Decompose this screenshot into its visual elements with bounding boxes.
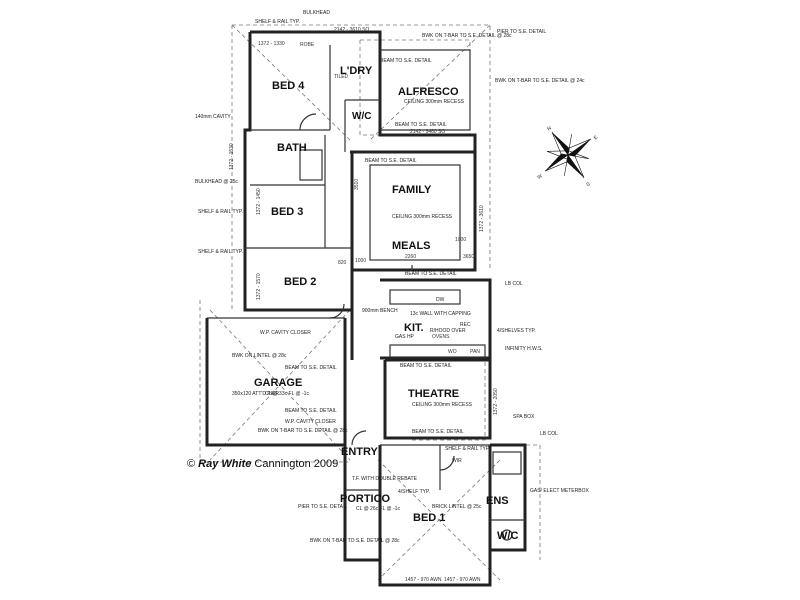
note-wp-cavity-top: W.P. CAVITY CLOSER [260, 330, 311, 336]
note-wall-capping: 13c WALL WITH CAPPING [410, 311, 471, 317]
note-family-ceiling: CEILING 300mm RECESS [392, 214, 453, 220]
room-family: FAMILY [392, 184, 432, 196]
note-alfresco-ceiling: CEILING 300mm RECESS [404, 99, 465, 105]
dim-3650: 3650 [463, 254, 474, 260]
note-bwk-tbar-garage: BWK ON T-BAR TO S.E. DETAIL @ 28c [258, 428, 348, 434]
note-theatre-ceiling: CEILING 300mm RECESS [412, 402, 473, 408]
note-beam-alfresco: BEAM TO S.E. DETAIL [380, 58, 432, 64]
note-bwk-tbar-right: BWK ON T-BAR TO S.E. DETAIL @ 24c [495, 78, 585, 84]
note-spa-box: SPA BOX [513, 414, 535, 420]
note-beam-theatre-low: BEAM TO S.E. DETAIL [412, 429, 464, 435]
note-lb-col-low: LB COL [540, 431, 558, 437]
note-bwk-tbar-top: BWK ON T-BAR TO S.E. DETAIL @ 28c [422, 33, 512, 39]
note-lb-col: LB COL [505, 281, 523, 287]
note-beam-garage-low: BEAM TO S.E. DETAIL [285, 408, 337, 414]
dim-meals: 2260 [405, 254, 416, 260]
note-shelf-rail-bed1: SHELF & RAIL TYP. [445, 446, 490, 452]
note-bwk-lintel: BWK ON LINTEL @ 28c [232, 353, 287, 359]
annotations: BULKHEAD SHELF & RAIL TYP. 140mm CAVITY … [195, 10, 589, 583]
dim-left-a: 1372 - 1530 [229, 143, 235, 170]
room-bed4: BED 4 [272, 80, 305, 92]
room-wc-bottom: W/C [497, 530, 518, 542]
note-beam-theatre: BEAM TO S.E. DETAIL [400, 363, 452, 369]
room-wc-top: W/C [352, 111, 371, 122]
note-beam-alfresco-low: BEAM TO S.E. DETAIL [395, 122, 447, 128]
note-beam-family: BEAM TO S.E. DETAIL [365, 158, 417, 164]
room-alfresco: ALFRESCO [398, 86, 459, 98]
copyright-symbol: © [187, 458, 196, 470]
note-pier-se-portico: PIER TO S.E. DETAIL [298, 504, 347, 510]
note-shelf-rail-mid: SHELF & RAIL TYP. [198, 209, 243, 215]
dim-top-a: 1372 - 1330 [258, 41, 285, 47]
dim-1000a: 1000 [455, 237, 466, 243]
dim-theatre-right: 1372 - 2050 [493, 388, 499, 415]
credit-text: Cannington 2009 [254, 458, 339, 470]
note-bench: 900mm BENCH [362, 308, 398, 314]
dim-1000b: 1000 [355, 258, 366, 264]
room-bed3: BED 3 [271, 206, 303, 218]
room-bath: BATH [277, 142, 307, 154]
note-wir: WIR [452, 458, 462, 464]
note-beam-meals: BEAM TO S.E. DETAIL [405, 271, 457, 277]
note-dw: DW [436, 297, 445, 303]
note-rhood: R/HOOD OVER [430, 328, 466, 334]
note-wp-cavity-low: W.P. CAVITY CLOSER [285, 419, 336, 425]
note-bulkhead-left: BULKHEAD @ 25c [195, 179, 238, 185]
label-tiled: TILED [334, 74, 349, 80]
room-laundry: L'DRY [340, 65, 373, 77]
dim-alfresco: 2142 - 3460 SO [410, 129, 445, 135]
dim-family-side: 3510 [354, 179, 360, 190]
note-shelf-typ: 4/SHELF TYP. [398, 489, 430, 495]
note-pier-se: PIER TO S.E. DETAIL [497, 29, 546, 35]
room-ensuite: ENS [486, 495, 509, 507]
note-garage-pier: 350x120 ATT'D PIER [232, 391, 279, 397]
room-kitchen: KIT. [404, 322, 424, 334]
label-wo: WO [448, 349, 457, 355]
note-cavity: 140mm CAVITY [195, 114, 231, 120]
room-meals: MEALS [392, 240, 431, 252]
brand-name: Ray White [198, 458, 252, 470]
dim-left-b: 1372 - 1450 [256, 188, 262, 215]
compass-n: N [546, 125, 553, 132]
compass-e: E [593, 134, 600, 141]
note-bwk-tbar-bottom: BWK ON T-BAR TO S.E. DETAIL @ 28c [310, 538, 400, 544]
note-shelves: 4/SHELVES TYP. [497, 328, 536, 334]
note-shelf-rail-top: SHELF & RAIL TYP. [255, 19, 300, 25]
compass-w: W [536, 173, 544, 181]
note-brick-lintel: BRICK LINTEL @ 25c [432, 504, 482, 510]
label-robe: ROBE [300, 42, 315, 48]
compass-s: S [585, 181, 592, 188]
room-theatre: THEATRE [408, 388, 459, 400]
copyright-credit: © Ray White Cannington 2009 [187, 458, 338, 470]
note-shelf-rail-low: SHELF & RAIL TYP. [198, 249, 243, 255]
dim-left-c: 1372 - 1570 [256, 273, 262, 300]
note-garage-cl: CL @ 33c FL @ -1c [265, 391, 309, 397]
note-bulkhead-top: BULKHEAD [303, 10, 330, 16]
compass-rose: N S E W [536, 125, 600, 188]
dim-awn-right: 1457 - 970 AWN [444, 577, 481, 583]
dim-family-right: 1372 - 3610 [479, 205, 485, 232]
note-infinity: INFINITY H.W.S. [505, 346, 543, 352]
room-portico: PORTICO [340, 493, 391, 505]
note-gas-hp: GAS HP [395, 334, 415, 340]
walls [205, 30, 527, 587]
note-portico-cl: CL @ 26c FL @ -1c [356, 506, 400, 512]
dim-awn-left: 1457 - 970 AWN [405, 577, 442, 583]
label-ovens: OVENS [432, 334, 450, 340]
room-labels: BED 4 L'DRY ALFRESCO W/C BATH BED 3 FAMI… [254, 65, 518, 542]
dim-820: 820 [338, 260, 347, 266]
roof-outline [199, 24, 541, 581]
note-tf-rebate: T.F. WITH DOUBLE REBATE [352, 476, 418, 482]
note-rec: REC [460, 322, 471, 328]
dim-top-b: 2142 - 3610 SO [334, 27, 369, 33]
room-entry: ENTRY [341, 446, 379, 458]
note-gas-elect: GAS/ ELECT METERBOX [530, 488, 589, 494]
note-beam-garage: BEAM TO S.E. DETAIL [285, 365, 337, 371]
room-bed1: BED 1 [413, 512, 445, 524]
room-bed2: BED 2 [284, 276, 316, 288]
label-pan: PAN [470, 349, 480, 355]
room-garage: GARAGE [254, 377, 302, 389]
